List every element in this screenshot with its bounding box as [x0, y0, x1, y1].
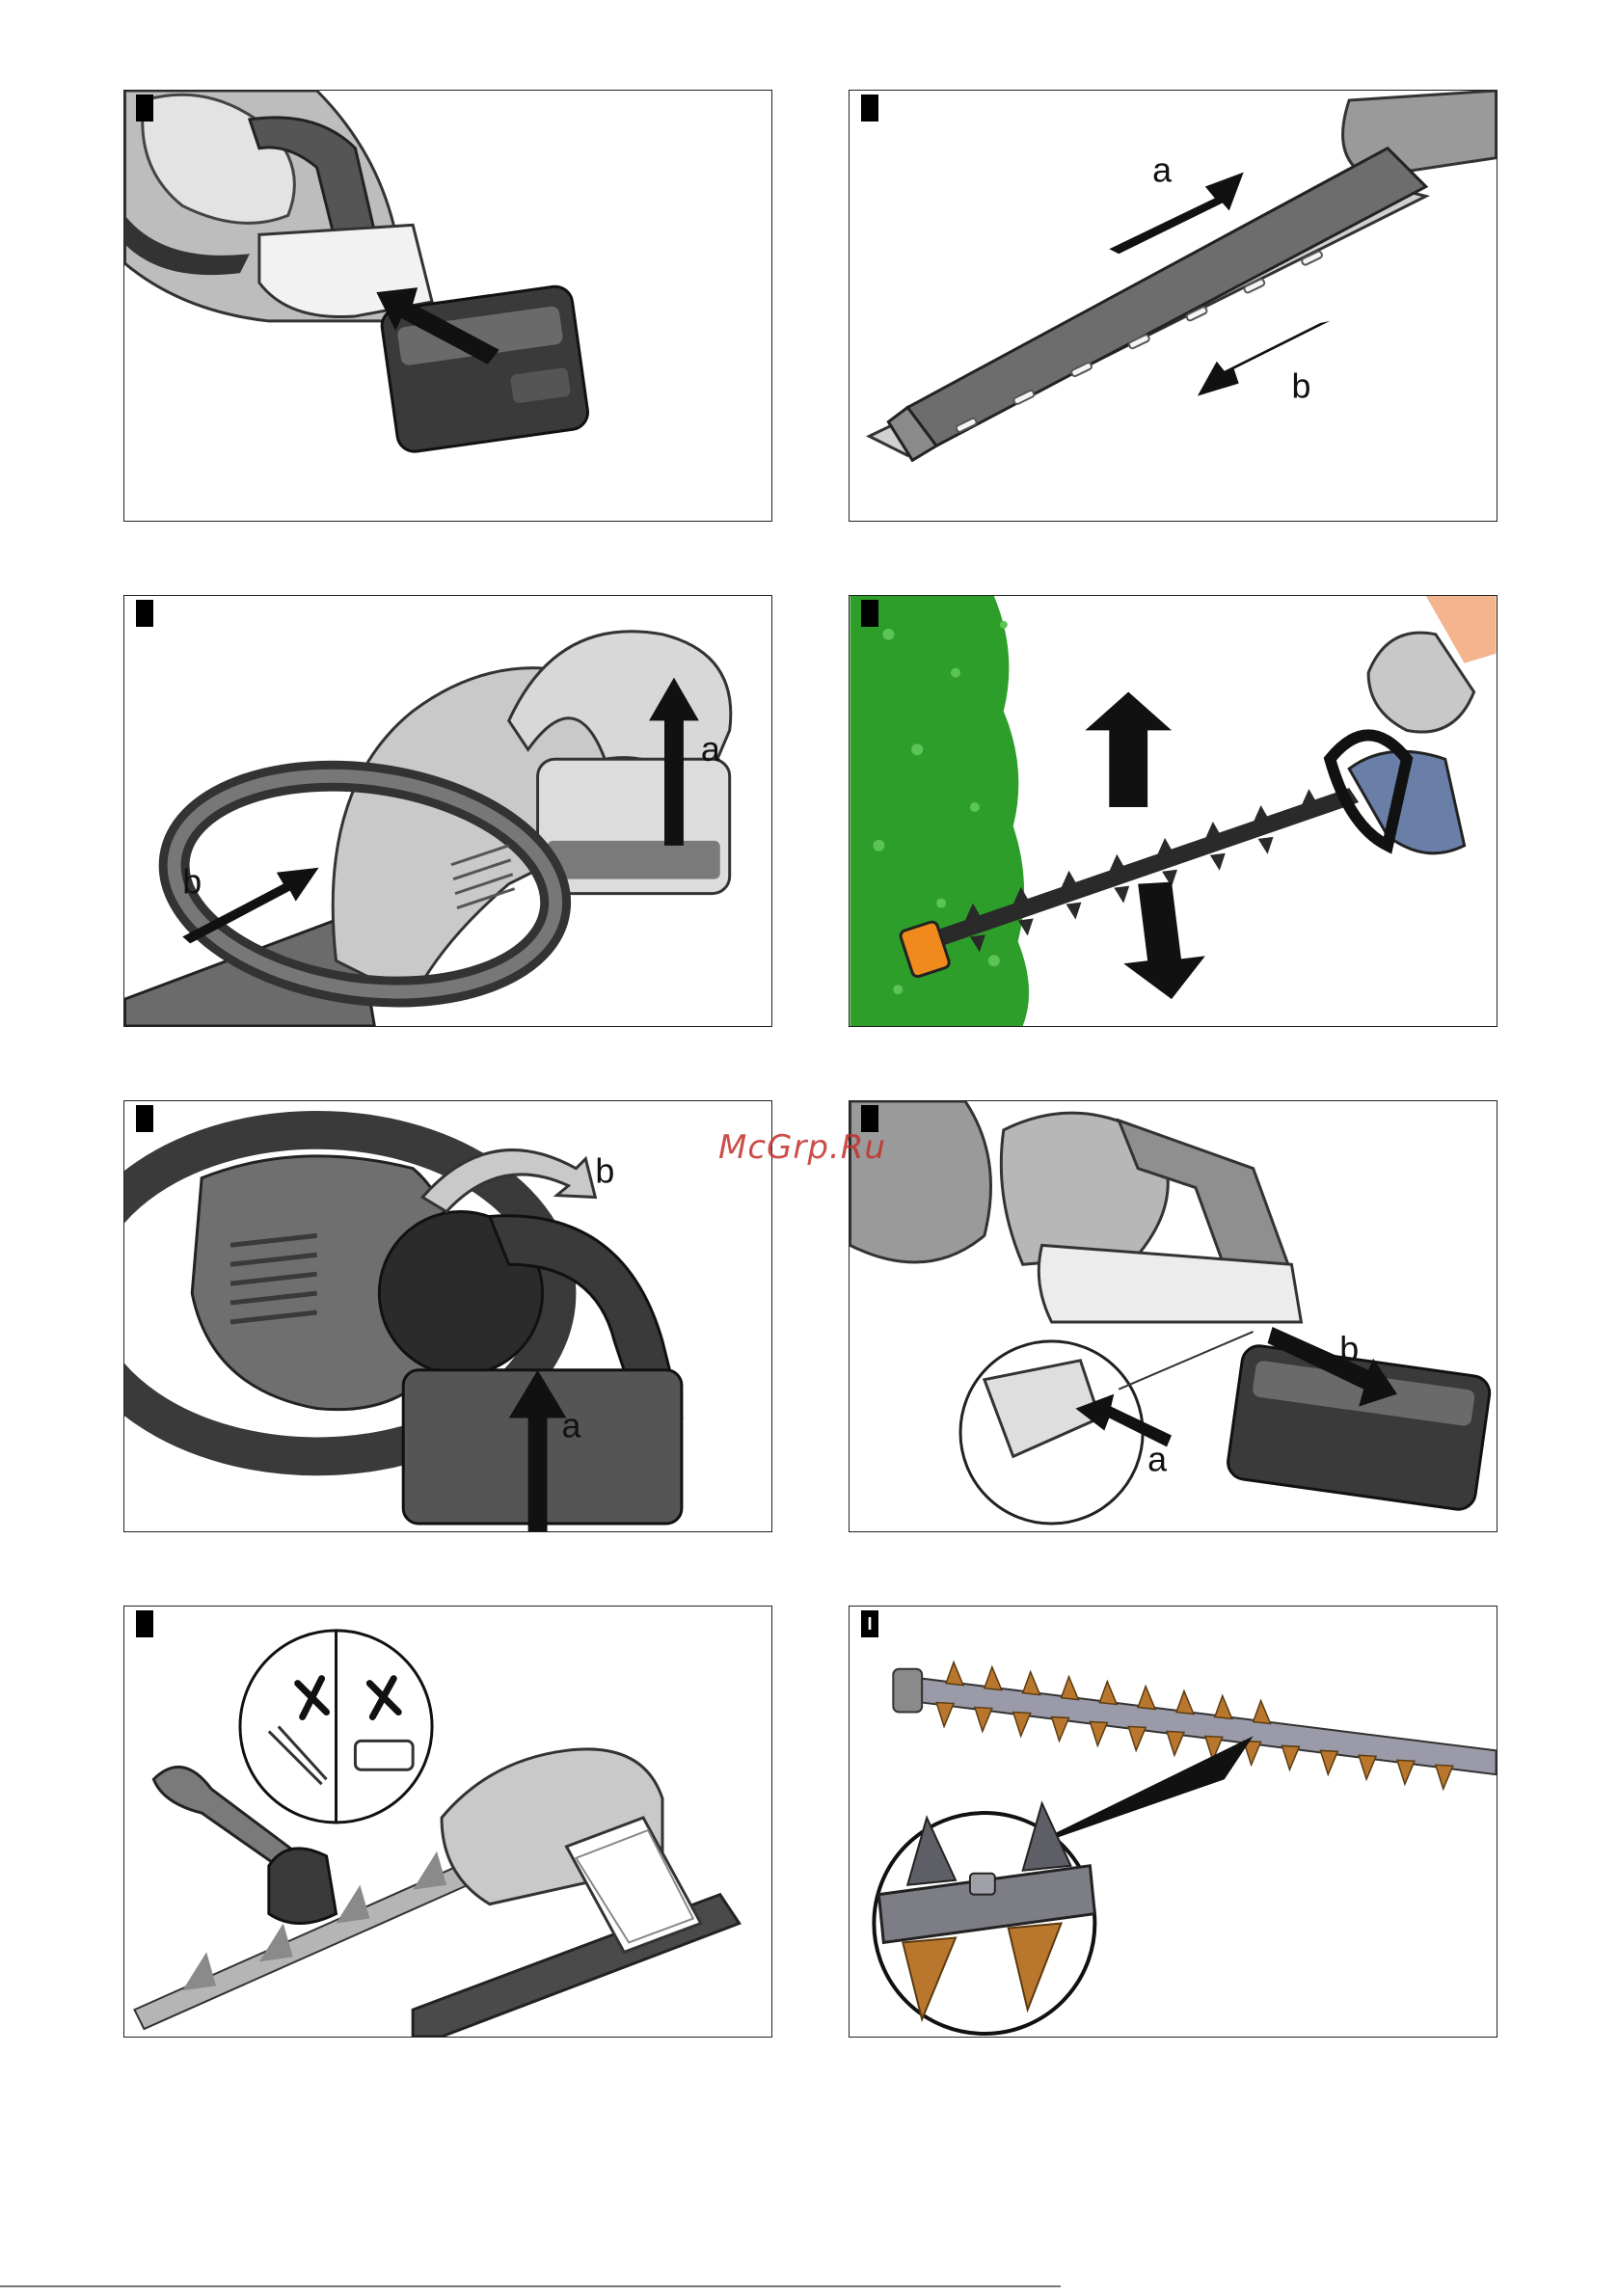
panel-tag [136, 600, 153, 627]
battery-remove-illustration: a b [850, 1101, 1497, 1531]
blade-guard-illustration: a b [850, 91, 1497, 521]
footer-divider [0, 2285, 1061, 2287]
hedge-cutting-illustration [850, 596, 1497, 1026]
figure-panel-hedge-cutting [849, 595, 1498, 1027]
blade-detail-illustration [850, 1607, 1497, 2037]
figure-panel-handle-rotate: b a [123, 1100, 772, 1532]
handle-illustration: a b [124, 596, 771, 1026]
battery-insert-illustration [124, 91, 771, 521]
panel-tag [136, 1610, 153, 1637]
panel-tag [861, 600, 878, 627]
callout-label-a: a [1152, 151, 1172, 190]
panel-tag: I [861, 1610, 878, 1637]
panel-tag [861, 95, 878, 122]
figure-panel-battery-remove: a b [849, 1100, 1498, 1532]
figure-panel-handle: a b [123, 595, 772, 1027]
figure-panel-battery-insert [123, 90, 772, 522]
callout-label-b: b [1339, 1330, 1359, 1368]
callout-label-b: b [182, 863, 202, 902]
panel-tag [136, 1105, 153, 1132]
figure-panel-cleaning [123, 1606, 772, 2038]
figure-panel-blade-guard: a b [849, 90, 1498, 522]
panel-tag [861, 1105, 878, 1132]
panel-tag [136, 95, 153, 122]
callout-label-a: a [1147, 1440, 1167, 1478]
cleaning-illustration [124, 1607, 771, 2037]
callout-label-b: b [1291, 367, 1310, 406]
watermark-text: McGrp.Ru [718, 1128, 886, 1167]
callout-label-a: a [701, 730, 720, 769]
figure-panel-blade-detail: I [849, 1606, 1498, 2038]
handle-rotate-illustration: b a [124, 1101, 771, 1531]
callout-label-a: a [561, 1406, 580, 1445]
callout-label-b: b [595, 1152, 614, 1191]
